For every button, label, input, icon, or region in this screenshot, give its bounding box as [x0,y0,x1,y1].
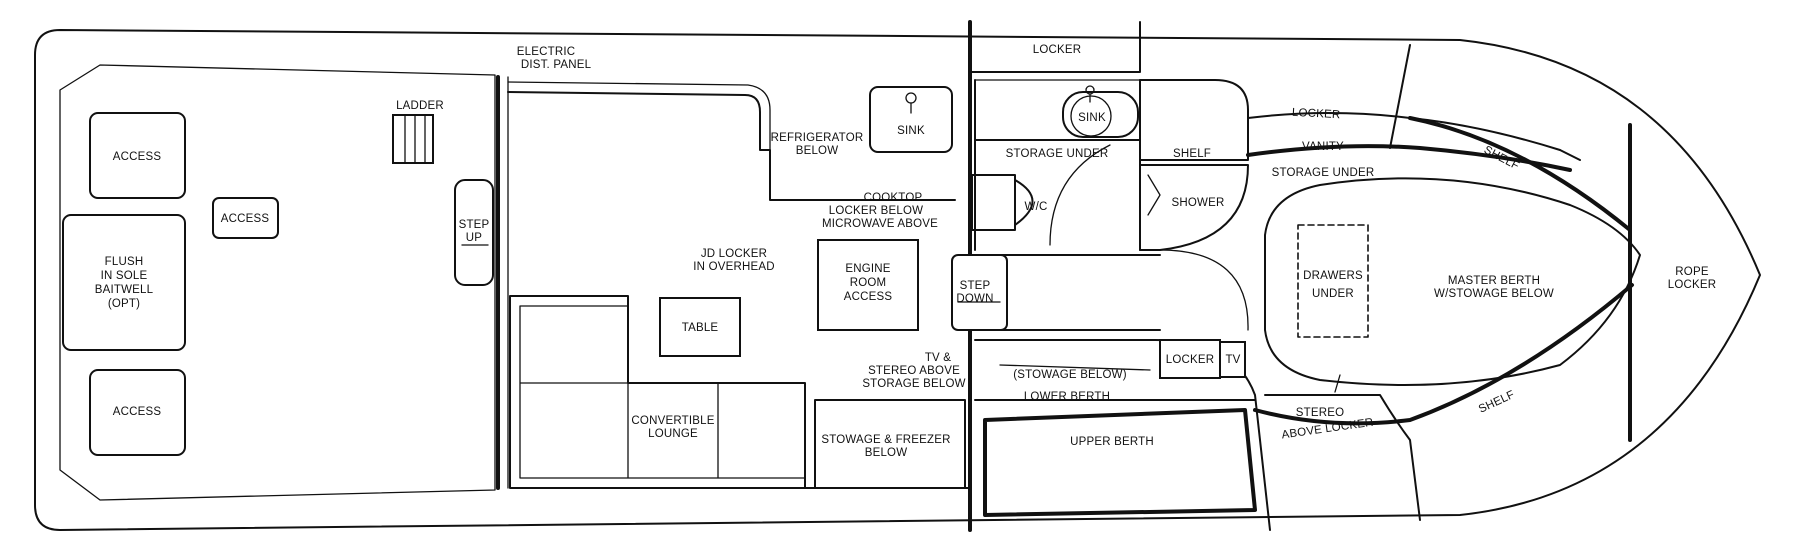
lounge-label-2: LOUNGE [648,428,698,440]
baitwell-label-4: (OPT) [108,298,140,310]
faucet-icon [905,92,917,114]
tv-stereo-label-1: TV & [925,352,951,364]
labels: ACCESS FLUSH IN SOLE BAITWELL (OPT) ACCE… [95,44,1716,459]
tv-stereo-label-2: STEREO ABOVE [868,365,960,377]
electric-label-2: DIST. PANEL [521,59,592,71]
step-down-label-2: DOWN [956,293,993,305]
baitwell-label-2: IN SOLE [101,270,148,282]
vanity-label: VANITY [1302,141,1344,153]
stowage-freezer-label-2: BELOW [865,447,908,459]
stowage-below-label: (STOWAGE BELOW) [1013,369,1127,381]
access-label-small: ACCESS [221,213,270,225]
galley-sink-box [869,86,953,153]
stowage-freezer-counter [804,399,971,489]
storage-under-head-label: STORAGE UNDER [1006,148,1109,160]
cooktop-label-1: COOKTOP [864,192,923,204]
master-berth-label-2: W/STOWAGE BELOW [1434,288,1554,300]
cooktop-label-3: MICROWAVE ABOVE [822,218,938,230]
baitwell-label-3: BAITWELL [95,284,154,296]
engine-label-3: ACCESS [844,291,893,303]
engine-access-hatch [817,239,919,331]
shelf-upper [1408,116,1632,247]
galley-sink-label: SINK [897,125,925,137]
lower-berth-label: LOWER BERTH [1024,391,1110,403]
shower-enclosure [1139,164,1249,251]
access-label-bottom: ACCESS [113,406,162,418]
rope-locker-label-2: LOCKER [1668,279,1717,291]
drawers-label-2: UNDER [1312,288,1354,300]
shelf-lower [1253,283,1634,426]
step-up-label-2: UP [466,232,483,244]
table [659,297,741,357]
tv-box [1219,341,1246,378]
step-down-box [951,254,1008,331]
access-hatch-top [89,112,186,199]
locker-fwd-label: LOCKER [1292,107,1341,122]
drawers-label-1: DRAWERS [1303,270,1363,282]
shelf-head-label: SHELF [1173,148,1211,160]
upper-berth [983,408,1257,517]
engine-label-2: ROOM [850,277,887,289]
step-down-label-1: STEP [960,280,991,292]
locker-divider [1389,44,1411,149]
head-sink-label: SINK [1078,112,1106,124]
refrigerator-label-1: REFRIGERATOR [771,132,864,144]
shelf-shower [1139,79,1249,246]
toilet-icon [971,174,1034,231]
table-label: TABLE [682,322,719,334]
access-hatch-small [212,197,279,239]
tv-stereo-label-3: STORAGE BELOW [862,378,965,390]
tv-label: TV [1225,354,1240,366]
storage-under-fwd-label: STORAGE UNDER [1272,167,1375,179]
head-faucet-icon [1085,85,1095,103]
electric-label-1: ELECTRIC [517,46,575,58]
baitwell-hatch [62,214,186,351]
head-sink-box [1062,91,1139,138]
stereo-label-1: STEREO [1296,407,1345,419]
shower-label: SHOWER [1172,197,1225,209]
cooktop-label-2: LOCKER BELOW [829,205,923,217]
galley-counter [507,91,956,201]
baitwell-label-1: FLUSH [105,256,144,268]
master-berth [1264,177,1641,386]
master-berth-label-1: MASTER BERTH [1448,275,1540,287]
upper-berth-label: UPPER BERTH [1070,436,1154,448]
stowage-freezer-label-1: STOWAGE & FREEZER [821,434,950,446]
rope-locker-label-1: ROPE [1675,266,1709,278]
jd-locker-label-2: IN OVERHEAD [693,261,774,273]
step-up-box [454,179,494,286]
convertible-lounge [509,295,806,489]
access-hatch-bottom [89,369,186,456]
shelf-lower-label: SHELF [1477,389,1517,416]
jd-locker-label-1: JD LOCKER [701,248,767,260]
hull-outline [34,29,1761,531]
engine-label-1: ENGINE [845,263,890,275]
inner-deck-line [59,64,496,501]
wc-label: W/C [1025,201,1048,213]
locker-top [969,21,1141,73]
ladder-label: LADDER [396,100,444,112]
step-up-label-1: STEP [459,219,490,231]
access-label-top: ACCESS [113,151,162,163]
drawers-under [1297,224,1369,338]
lounge-label-1: CONVERTIBLE [631,415,714,427]
locker-top-label: LOCKER [1033,44,1082,56]
locker-small-label: LOCKER [1166,354,1215,366]
refrigerator-label-2: BELOW [796,145,839,157]
stereo-locker [1264,394,1421,521]
ladder-icon [392,114,434,164]
